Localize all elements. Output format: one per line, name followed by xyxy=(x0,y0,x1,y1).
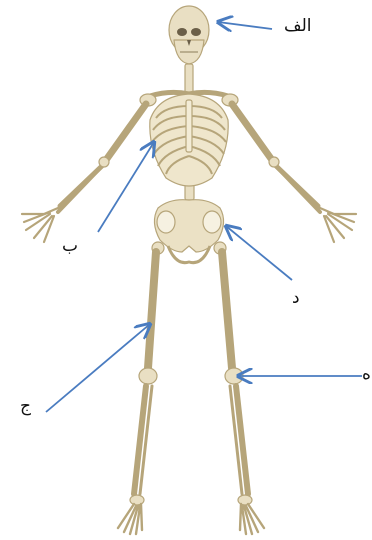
ribcage xyxy=(150,94,228,186)
label-pelvis: د xyxy=(292,290,300,307)
leg-right xyxy=(214,242,264,534)
label-skull: الف xyxy=(284,18,312,35)
skeleton xyxy=(22,6,356,534)
arrow-femur xyxy=(46,324,150,412)
arrow-pelvis xyxy=(226,226,292,280)
arrow-skull xyxy=(218,22,272,29)
leg-left xyxy=(118,242,164,534)
pelvis xyxy=(154,200,223,263)
label-femur: ج xyxy=(20,398,31,415)
label-ribcage: ب xyxy=(62,238,78,255)
arm-right xyxy=(232,104,356,242)
arm-left xyxy=(22,104,146,242)
label-knee: ه xyxy=(362,366,371,383)
skull xyxy=(169,6,209,64)
